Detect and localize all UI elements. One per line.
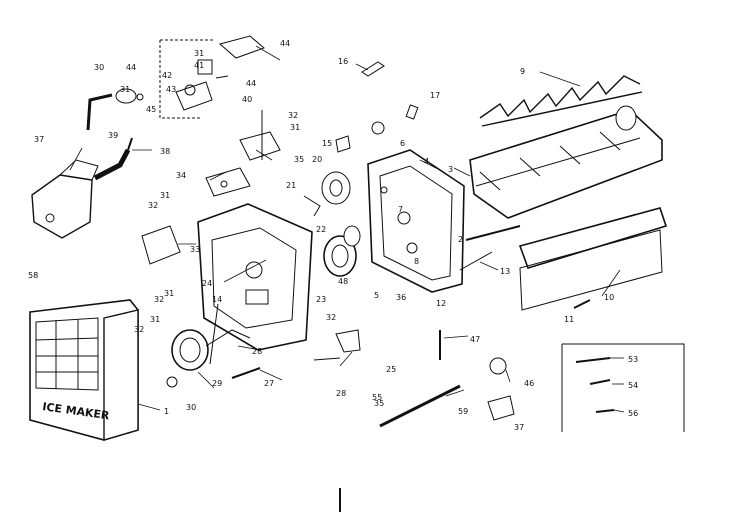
callout-35: 35 (294, 155, 304, 164)
callout-55: 55 (372, 393, 382, 402)
gear-motor (166, 303, 251, 388)
callout-54: 54 (628, 381, 638, 390)
callout-2: 2 (458, 235, 463, 244)
mold-body (367, 149, 465, 293)
callout-41: 41 (194, 61, 204, 70)
callout-32d: 32 (134, 325, 144, 334)
screw-27 (231, 367, 261, 379)
callout-46: 46 (524, 379, 534, 388)
callout-28: 28 (252, 347, 262, 356)
water-tube-assembly (86, 88, 144, 131)
callout-53: 53 (628, 355, 638, 364)
callout-29: 29 (212, 379, 222, 388)
callout-30a: 30 (94, 63, 104, 72)
callout-20: 20 (312, 155, 322, 164)
inset-parts-box (561, 343, 685, 432)
callout-7: 7 (398, 205, 403, 214)
callout-13: 13 (500, 267, 510, 276)
leader-lines (69, 45, 625, 413)
callout-38: 38 (160, 147, 170, 156)
valve-assembly (159, 35, 265, 119)
small-fittings (335, 104, 419, 153)
fill-tube (93, 137, 133, 181)
callout-31d: 31 (160, 191, 170, 200)
callout-5: 5 (374, 291, 379, 300)
callout-36: 36 (396, 293, 406, 302)
switch-and-bracket (141, 110, 281, 265)
callout-56: 56 (628, 409, 638, 418)
callout-25: 25 (386, 365, 396, 374)
callout-27: 27 (264, 379, 274, 388)
ice-maker-panel: ICE MAKER (29, 299, 139, 441)
callout-21: 21 (286, 181, 296, 190)
screw-11 (573, 299, 591, 309)
callout-22: 22 (316, 225, 326, 234)
callout-9: 9 (520, 67, 525, 76)
callout-31b: 31 (120, 85, 130, 94)
callout-37: 37 (34, 135, 44, 144)
thermostat-ring (323, 225, 361, 277)
callout-47: 47 (470, 335, 480, 344)
callout-10: 10 (604, 293, 614, 302)
callout-48: 48 (338, 277, 348, 286)
wire-harness (313, 329, 441, 361)
callout-34: 34 (176, 171, 186, 180)
callout-labels: 1 2 3 4 5 6 7 8 9 10 11 12 13 14 15 16 1… (28, 39, 638, 432)
callout-58: 58 (28, 271, 38, 280)
callout-17: 17 (430, 91, 440, 100)
mold-heater-cap (303, 171, 351, 217)
callout-31a: 31 (194, 49, 204, 58)
callout-12: 12 (436, 299, 446, 308)
callout-4: 4 (424, 157, 429, 166)
callout-31f: 31 (150, 315, 160, 324)
ejector-blades (479, 75, 643, 127)
callout-14: 14 (212, 295, 222, 304)
callout-8: 8 (414, 257, 419, 266)
mounting-bracket (31, 159, 99, 239)
callout-16: 16 (338, 57, 348, 66)
callout-32b: 32 (148, 201, 158, 210)
callout-42: 42 (162, 71, 172, 80)
callout-32a: 32 (288, 111, 298, 120)
callout-28b: 28 (336, 389, 346, 398)
callout-33: 33 (190, 245, 200, 254)
callout-44c: 44 (246, 79, 256, 88)
callout-43: 43 (166, 85, 176, 94)
callout-31e: 31 (164, 289, 174, 298)
callout-1: 1 (164, 407, 169, 416)
callout-45: 45 (146, 105, 156, 114)
control-housing (197, 203, 313, 351)
callout-3: 3 (448, 165, 453, 174)
water-valve (487, 357, 515, 421)
callout-44b: 44 (280, 39, 290, 48)
callout-31c: 31 (290, 123, 300, 132)
plug-part (361, 61, 385, 77)
callout-59: 59 (458, 407, 468, 416)
callout-35b: 35 (374, 399, 384, 408)
mold-cover (518, 207, 668, 311)
callout-44a: 44 (126, 63, 136, 72)
callout-6: 6 (400, 139, 405, 148)
callout-15: 15 (322, 139, 332, 148)
callout-32c: 32 (154, 295, 164, 304)
callout-23: 23 (316, 295, 326, 304)
inlet-tube (379, 384, 461, 428)
callout-40: 40 (242, 95, 252, 104)
callout-37b: 37 (514, 423, 524, 432)
callout-30b: 30 (186, 403, 196, 412)
shutoff-rod (459, 225, 521, 271)
callout-11: 11 (564, 315, 574, 324)
callout-32e: 32 (326, 313, 336, 322)
callout-24: 24 (202, 279, 212, 288)
ice-mold-tray (469, 105, 663, 219)
callout-39: 39 (108, 131, 118, 140)
